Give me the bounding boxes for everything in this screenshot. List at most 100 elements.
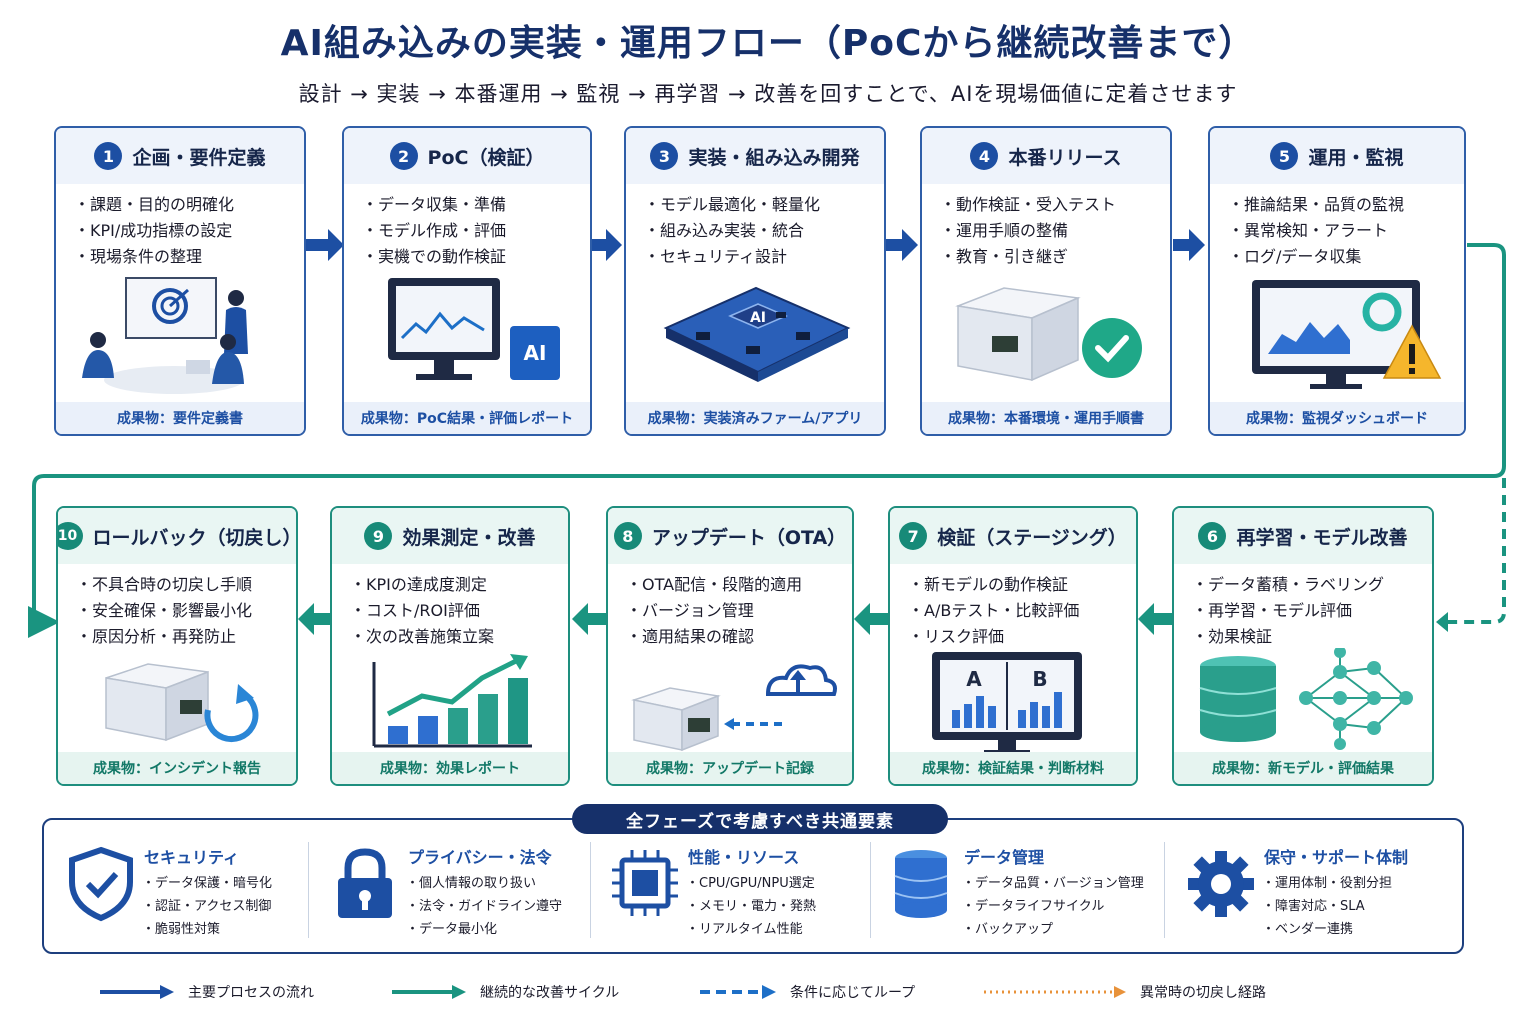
phase-title: 運用・監視: [1308, 146, 1404, 169]
page-subtitle: 設計 → 実装 → 本番運用 → 監視 → 再学習 → 改善を回すことで、AIを…: [298, 82, 1238, 106]
common-item-title: セキュリティ: [144, 848, 240, 867]
common-item-bullets: データ品質・バージョン管理 データライフサイクル バックアップ: [962, 872, 1144, 941]
common-item-title: 性能・リソース: [688, 848, 800, 867]
phase-card-7: 7 検証（ステージング） 新モデルの動作検証 A/Bテスト・比較評価 リスク評価…: [888, 506, 1138, 786]
phase-title: 再学習・モデル改善: [1236, 526, 1408, 549]
common-item-title: データ管理: [964, 848, 1045, 867]
legend-label: 主要プロセスの流れ: [188, 985, 314, 1001]
dashboard-warning-illustration: [1252, 280, 1442, 389]
device-check-illustration: [955, 287, 1142, 382]
bullet: モデル最適化・軽量化: [644, 192, 884, 218]
bullet: 教育・引き継ぎ: [940, 244, 1170, 270]
bullet: 異常検知・アラート: [1228, 218, 1464, 244]
legend-label: 条件に応じてループ: [790, 985, 916, 1001]
main-flow-arrow-2-3: [592, 229, 622, 261]
variant-a-label: A: [966, 667, 982, 691]
phase-deliverable: 成果物：本番環境・運用手順書: [922, 402, 1170, 434]
bullet: データ最小化: [406, 918, 562, 941]
main-flow-arrow-4-5: [1173, 229, 1205, 261]
phase-deliverable: 成果物：検証結果・判断材料: [890, 752, 1136, 784]
dashed-arrow-icon: [700, 985, 776, 999]
phase-header: 8 アップデート（OTA）: [608, 508, 852, 564]
bullet: A/Bテスト・比較評価: [908, 598, 1136, 624]
common-item-title: プライバシー・法令: [408, 848, 552, 867]
divider: [1164, 842, 1165, 938]
phase-number-badge: 8: [613, 522, 642, 550]
phase-number-badge: 9: [364, 522, 393, 550]
bullet: ログ/データ収集: [1228, 244, 1464, 270]
phase-card-10: 10 ロールバック（切戻し） 不具合時の切戻し手順 安全確保・影響最小化 原因分…: [56, 506, 298, 786]
phase-number-badge: 3: [650, 142, 679, 170]
bullet: 運用体制・役割分担: [1262, 872, 1392, 895]
phase-card-6: 6 再学習・モデル改善 データ蓄積・ラベリング 再学習・モデル評価 効果検証 成…: [1172, 506, 1434, 786]
legend-label: 異常時の切戻し経路: [1140, 985, 1266, 1001]
bullet: データ蓄積・ラベリング: [1192, 572, 1432, 598]
phase-deliverable: 成果物：監視ダッシュボード: [1210, 402, 1464, 434]
common-item-bullets: CPU/GPU/NPU選定 メモリ・電力・発熱 リアルタイム性能: [686, 872, 816, 941]
phase-bullets: KPIの達成度測定 コスト/ROI評価 次の改善施策立案: [332, 564, 568, 650]
bullet: 推論結果・品質の監視: [1228, 192, 1464, 218]
common-item-title: 保守・サポート体制: [1264, 848, 1409, 867]
bullet: データ保護・暗号化: [142, 872, 272, 895]
phase-bullets: OTA配信・段階的適用 バージョン管理 適用結果の確認: [608, 564, 852, 650]
growth-chart-illustration: [372, 654, 532, 748]
phase-card-9: 9 効果測定・改善 KPIの達成度測定 コスト/ROI評価 次の改善施策立案 成…: [330, 506, 570, 786]
legend-item-improvement-cycle: 継続的な改善サイクル: [392, 980, 619, 1004]
phase-number-badge: 5: [1270, 142, 1299, 170]
divider: [590, 842, 591, 938]
phase-bullets: 不具合時の切戻し手順 安全確保・影響最小化 原因分析・再発防止: [58, 564, 296, 650]
bullet: OTA配信・段階的適用: [626, 572, 852, 598]
phase-bullets: データ収集・準備 モデル作成・評価 実機での動作検証: [344, 184, 590, 270]
bullet: 認証・アクセス制御: [142, 895, 272, 918]
common-item-data-management: データ管理 データ品質・バージョン管理 データライフサイクル バックアップ: [886, 832, 1156, 944]
main-flow-arrow-1-2: [306, 229, 344, 261]
phase-header: 5 運用・監視: [1210, 128, 1464, 184]
solid-arrow-icon: [100, 985, 174, 999]
chip-icon: [612, 850, 678, 916]
common-item-bullets: 運用体制・役割分担 障害対応・SLA ベンダー連携: [1262, 872, 1392, 941]
bullet: KPI/成功指標の設定: [74, 218, 304, 244]
phase-number-badge: 6: [1198, 522, 1227, 550]
common-elements-title: 全フェーズで考慮すべき共通要素: [572, 804, 948, 834]
bullet: バージョン管理: [626, 598, 852, 624]
common-item-maintenance: 保守・サポート体制 運用体制・役割分担 障害対応・SLA ベンダー連携: [1186, 832, 1446, 944]
bullet: CPU/GPU/NPU選定: [686, 872, 816, 895]
common-item-bullets: 個人情報の取り扱い 法令・ガイドライン遵守 データ最小化: [406, 872, 562, 941]
bullet: 不具合時の切戻し手順: [76, 572, 296, 598]
common-item-performance: 性能・リソース CPU/GPU/NPU選定 メモリ・電力・発熱 リアルタイム性能: [610, 832, 864, 944]
phase-number-badge: 4: [970, 142, 999, 170]
cloud-upload-illustration: [631, 664, 837, 752]
bullet: データライフサイクル: [962, 895, 1144, 918]
improve-arrow-7-8: [854, 603, 888, 635]
phase-title: アップデート（OTA）: [651, 526, 847, 549]
legend-item-conditional-loop: 条件に応じてループ: [700, 980, 915, 1004]
phase-deliverable: 成果物：実装済みファーム/アプリ: [626, 402, 884, 434]
bullet: セキュリティ設計: [644, 244, 884, 270]
phase-deliverable: 成果物：インシデント報告: [58, 752, 296, 784]
ab-test-monitor-illustration: A B: [932, 652, 1082, 755]
divider: [308, 842, 309, 938]
phase-number-badge: 2: [389, 142, 418, 170]
phase-card-2: 2 PoC（検証） データ収集・準備 モデル作成・評価 実機での動作検証 AI …: [342, 126, 592, 436]
bullet: 障害対応・SLA: [1262, 895, 1392, 918]
database-icon: [894, 850, 948, 918]
phase-bullets: 動作検証・受入テスト 運用手順の整備 教育・引き継ぎ: [922, 184, 1170, 270]
bullet: 再学習・モデル評価: [1192, 598, 1432, 624]
bullet: 効果検証: [1192, 624, 1432, 650]
phase-deliverable: 成果物：新モデル・評価結果: [1174, 752, 1432, 784]
bullet: リアルタイム性能: [686, 918, 816, 941]
gear-icon: [1188, 851, 1254, 917]
bullet: 安全確保・影響最小化: [76, 598, 296, 624]
device-rollback-illustration: [105, 663, 259, 743]
phase-number-badge: 10: [58, 522, 83, 550]
teal-arrow-icon: [392, 985, 466, 999]
phase-bullets: 推論結果・品質の監視 異常検知・アラート ログ/データ収集: [1210, 184, 1464, 270]
phase-card-3: 3 実装・組み込み開発 モデル最適化・軽量化 組み込み実装・統合 セキュリティ設…: [624, 126, 886, 436]
phase-deliverable: 成果物：PoC結果・評価レポート: [344, 402, 590, 434]
bullet: データ収集・準備: [362, 192, 590, 218]
phase-deliverable: 成果物：要件定義書: [56, 402, 304, 434]
ai-cube-label: AI: [524, 341, 547, 365]
main-flow-arrow-3-4: [886, 229, 918, 261]
lock-icon: [338, 848, 392, 918]
phase-header: 1 企画・要件定義: [56, 128, 304, 184]
